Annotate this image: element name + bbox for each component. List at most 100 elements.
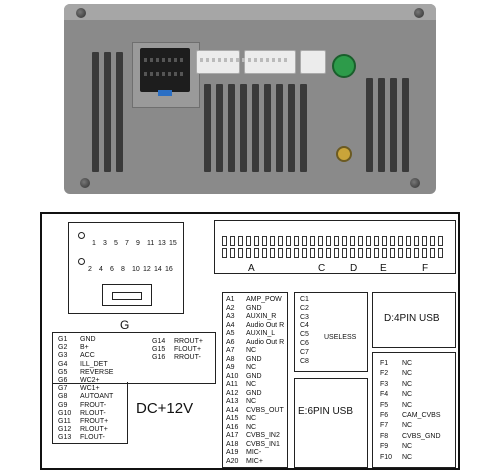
strip-pin xyxy=(302,248,307,258)
usb-d-label: D:4PIN USB xyxy=(384,313,440,324)
vent-rib xyxy=(300,84,307,172)
f-pin-id: F2 xyxy=(380,370,389,378)
g-pin-number: 6 xyxy=(110,266,114,273)
vent-rib xyxy=(228,84,235,172)
a-pin-signal: NC xyxy=(246,381,257,388)
g-pin-id: G3 xyxy=(58,352,68,360)
g-pin-id: G7 xyxy=(58,385,68,393)
power-label: DC+12V xyxy=(136,400,194,417)
a-pin-id: A15 xyxy=(226,415,239,422)
a-pin-signal: NC xyxy=(246,423,257,431)
strip-pin xyxy=(406,236,411,246)
strip-pin xyxy=(270,236,275,246)
connector-c-table xyxy=(294,292,368,372)
c-pin-id: C1 xyxy=(300,296,309,303)
g-pin-id: G8 xyxy=(58,393,68,401)
g-pin-number: 1 xyxy=(92,240,96,247)
strip-pin xyxy=(398,248,403,258)
a-pin-signal: AMP_POW xyxy=(246,296,282,303)
connector-a-plug xyxy=(196,50,240,74)
f-pin-signal: CAM_CVBS xyxy=(402,412,441,419)
strip-pin xyxy=(222,248,227,258)
strip-pin xyxy=(358,236,363,246)
a-pin-signal: CVBS_OUT xyxy=(246,406,284,414)
vent-rib xyxy=(104,52,111,172)
strip-pin xyxy=(342,236,347,246)
strip-pin xyxy=(366,248,371,258)
strip-pin xyxy=(310,236,315,246)
usb-d-box xyxy=(372,292,456,348)
connector-f-label: F xyxy=(422,263,429,274)
a-pin-id: A19 xyxy=(226,449,239,456)
vent-rib xyxy=(204,84,211,172)
c-pin-id: C3 xyxy=(300,313,309,321)
g-pin-signal: RLOUT+ xyxy=(80,426,108,434)
connector-a-label: A xyxy=(248,263,255,274)
g-pin-id: G13 xyxy=(58,434,72,442)
f-pin-signal: NC xyxy=(402,443,413,451)
vent-rib xyxy=(402,78,409,172)
strip-pin xyxy=(382,248,387,258)
f-pin-signal: NC xyxy=(402,360,413,367)
strip-pin xyxy=(310,248,315,258)
f-pin-id: F3 xyxy=(380,380,389,388)
a-pin-id: A2 xyxy=(226,304,235,312)
strip-pin xyxy=(262,236,267,246)
strip-pin xyxy=(414,248,419,258)
screw xyxy=(414,8,424,18)
g-pin-number: 2 xyxy=(88,266,92,273)
a-pin-signal: NC xyxy=(246,364,257,371)
connector-e-label: E xyxy=(380,263,387,274)
a-pin-id: A10 xyxy=(226,372,239,380)
connector-g-latch xyxy=(102,284,152,306)
strip-pin xyxy=(294,236,299,246)
g-pin-signal: B+ xyxy=(80,344,89,352)
a-pin-signal: Audio Out R xyxy=(246,338,285,346)
g-pin-number: 5 xyxy=(114,240,118,247)
g-pin-signal: FLOUT- xyxy=(80,434,105,442)
strip-pin xyxy=(422,236,427,246)
strip-pin xyxy=(414,236,419,246)
f-pin-id: F8 xyxy=(380,432,389,440)
wiring-diagram: G A C D E F DC+12V USELESS D:4PIN USB E:… xyxy=(40,212,460,470)
strip-pin xyxy=(318,236,323,246)
vent-rib xyxy=(378,78,385,172)
connector-d-label: D xyxy=(350,263,358,274)
g-pin-signal: RROUT- xyxy=(174,354,201,362)
c-pin-id: C8 xyxy=(300,357,309,365)
strip-pin xyxy=(438,248,443,258)
a-pin-signal: GND xyxy=(246,355,262,363)
g-pin-number: 3 xyxy=(103,240,107,247)
a-pin-signal: CVBS_IN1 xyxy=(246,440,280,448)
c-pin-id: C6 xyxy=(300,340,309,347)
connector-g-label: G xyxy=(120,318,130,332)
strip-pin xyxy=(254,236,259,246)
g-pin-id: G9 xyxy=(58,401,68,409)
head-unit-rear-photo xyxy=(64,4,436,194)
g-pin-number: 7 xyxy=(125,240,129,247)
strip-pin xyxy=(334,248,339,258)
g-pin-signal: RLOUT- xyxy=(80,409,106,417)
strip-pin xyxy=(270,248,275,258)
strip-pin xyxy=(342,248,347,258)
connector-f-table xyxy=(372,352,456,468)
g-pin-id: G15 xyxy=(152,346,166,354)
f-pin-id: F7 xyxy=(380,422,389,430)
f-pin-signal: NC xyxy=(402,391,413,399)
strip-pin xyxy=(374,236,379,246)
strip-pin xyxy=(302,236,307,246)
a-pin-signal: GND xyxy=(246,372,262,380)
connector-g-latch-inner xyxy=(112,292,142,300)
strip-pin xyxy=(230,236,235,246)
g-pin-number: 14 xyxy=(154,266,162,273)
f-pin-signal: NC xyxy=(402,380,413,388)
a-pin-id: A6 xyxy=(226,338,235,346)
a-pin-id: A17 xyxy=(226,432,239,439)
f-pin-signal: NC xyxy=(402,370,413,378)
strip-pin xyxy=(390,236,395,246)
g-pin-id: G11 xyxy=(58,418,71,425)
a-pin-signal: Audio Out R xyxy=(246,321,285,329)
g-pin-number: 4 xyxy=(99,266,103,273)
g-pin-number: 8 xyxy=(121,266,125,273)
f-pin-id: F5 xyxy=(380,401,389,409)
